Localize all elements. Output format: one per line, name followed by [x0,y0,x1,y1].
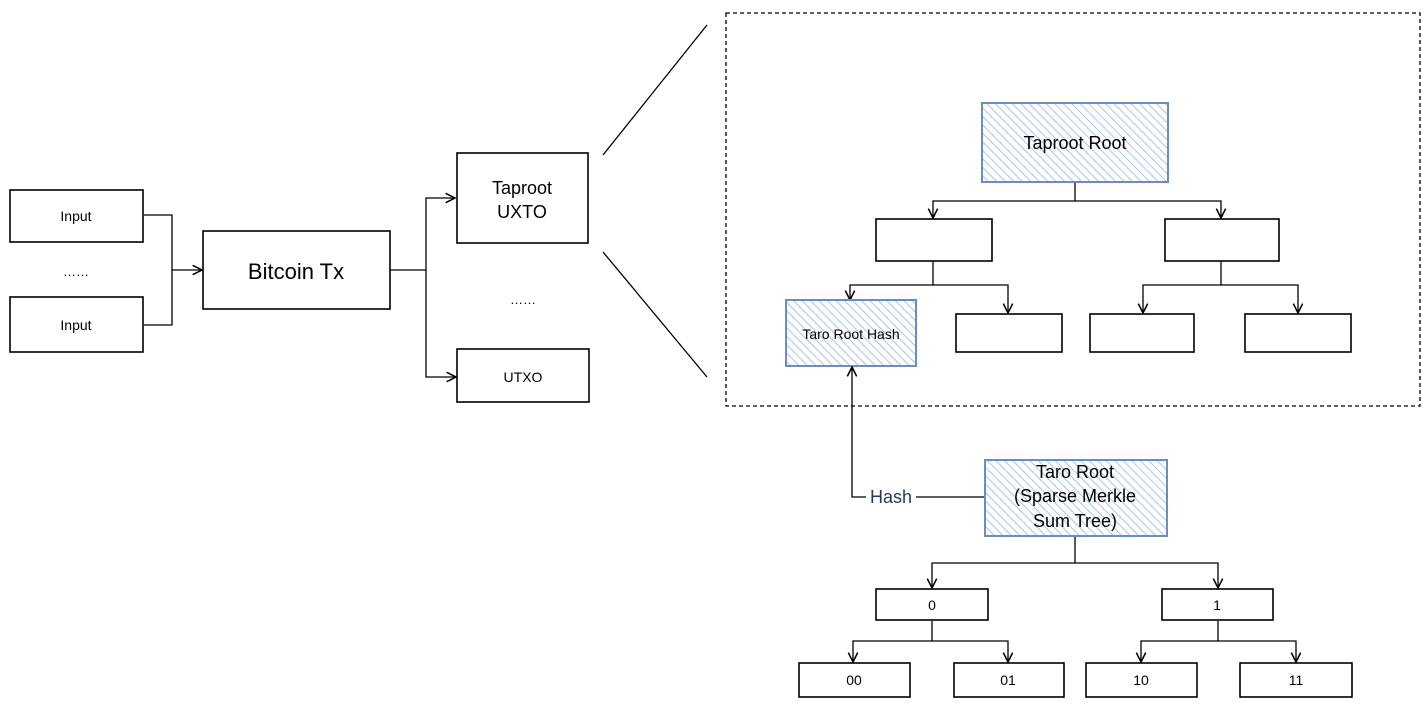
taproot-uxto-node: Taproot UXTO [456,152,589,244]
input-edges [144,214,202,326]
taro-node-1: 1 [1161,588,1274,621]
hash-edge [852,367,985,498]
left-section: Input …… Input Bitcoin Tx Taproot UXTO …… [9,152,590,403]
taro-node-11: 11 [1239,662,1353,698]
taproot-tree-frame [725,12,1421,407]
taproot-uxto-label-line2: UXTO [497,202,547,222]
taro-root-label-line1: Taro Root [1036,462,1114,482]
taproot-leaf-4 [1244,313,1352,353]
taro-node-00: 00 [798,662,911,698]
taproot-uxto-label-line1: Taproot [492,178,552,198]
taro-node-10: 10 [1085,662,1198,698]
outputs-ellipsis: …… [510,292,536,307]
taproot-leaf-2 [955,313,1063,353]
taro-node-11-label: 11 [1289,672,1304,688]
taro-node-10-label: 10 [1133,672,1149,688]
taro-node-00-label: 00 [846,672,862,688]
taro-node-1-label: 1 [1213,597,1221,613]
taro-tree-edges [853,537,1296,662]
utxo-node: UTXO [456,348,590,403]
taro-node-0: 0 [875,588,989,621]
output-edges [390,198,456,377]
taro-node-0-label: 0 [928,597,936,613]
utxo-label: UTXO [504,369,543,385]
taro-root-hash-label: Taro Root Hash [802,326,899,342]
taro-node-01: 01 [953,662,1065,698]
inputs-ellipsis: …… [63,264,89,279]
input-node-2: Input [9,296,144,353]
input-node-1: Input [9,189,144,243]
taro-root-hash-leaf: Taro Root Hash [785,299,917,367]
taproot-root-node: Taproot Root [981,102,1169,183]
input-node-2-label: Input [60,317,91,333]
input-node-1-label: Input [60,208,91,224]
taproot-branch-right [1164,218,1280,262]
hash-edge-label: Hash [870,487,912,507]
taproot-branch-left [875,218,993,262]
bitcoin-tx-node: Bitcoin Tx [202,230,391,310]
taproot-tree-edges [850,183,1298,313]
bitcoin-tx-label: Bitcoin Tx [248,259,344,284]
taproot-root-label: Taproot Root [1023,133,1126,153]
taro-root-label-line3: Sum Tree) [1033,511,1117,531]
taro-root-node: Taro Root (Sparse Merkle Sum Tree) [984,459,1168,537]
taro-node-01-label: 01 [1000,672,1016,688]
taro-root-label-line2: (Sparse Merkle [1014,486,1136,506]
taproot-leaf-3 [1089,313,1195,353]
zoom-lines [602,24,708,378]
